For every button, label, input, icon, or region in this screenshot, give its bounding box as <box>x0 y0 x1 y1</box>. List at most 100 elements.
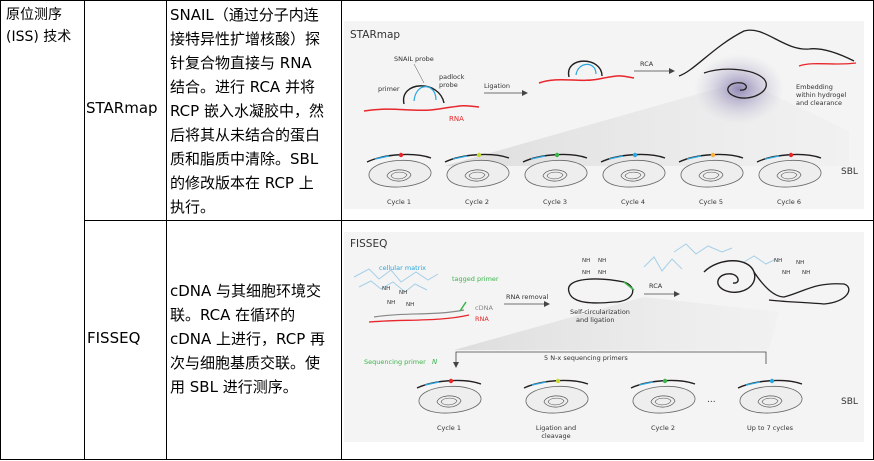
method-fisseq: FISSEQ <box>87 329 141 347</box>
rcp-strand <box>678 29 855 77</box>
cycle-cell: Cycle 4 <box>600 152 666 206</box>
cycle-marker <box>662 378 668 384</box>
cycle-marker <box>448 378 454 384</box>
rna-strand-f <box>368 314 470 323</box>
rna-strand <box>363 104 480 112</box>
nh-label: NH <box>782 270 790 276</box>
rca-label: RCA <box>640 60 654 68</box>
circle-probe <box>568 60 603 78</box>
description-fisseq: cDNA 与其细胞环境交 联。RCA 在循环的 cDNA 上进行，RCP 再 次… <box>170 282 326 396</box>
primer-bracket <box>455 351 767 364</box>
cycle-label: Cycle 6 <box>777 198 801 206</box>
cycle-label: Cycle 1 <box>387 198 411 206</box>
table-row-divider <box>84 220 874 221</box>
nh-label: NH <box>582 270 590 276</box>
primer-label: primer <box>378 85 400 93</box>
cellular-matrix-label: cellular matrix <box>379 264 426 272</box>
circular-tag <box>623 281 635 291</box>
cycle-marker <box>788 152 794 158</box>
table-col-divider-3 <box>341 0 342 460</box>
fisseq-figure: FISSEQ cellular matrix tagged primer NH … <box>350 238 858 440</box>
rcp-spiral <box>703 68 767 99</box>
rcp-red <box>798 62 857 67</box>
rcp-tail-f <box>753 271 850 305</box>
rca-arrowhead-f <box>674 291 680 297</box>
cycle-label: Cycle 5 <box>699 198 723 206</box>
nh-label: NH <box>582 258 590 264</box>
fisseq-title: FISSEQ <box>350 238 387 250</box>
ligation-label: Ligation <box>484 82 510 90</box>
sequencing-primer-label: Sequencing primer <box>364 358 426 366</box>
nh-label: NH <box>387 300 395 306</box>
nh-label: NH <box>382 286 390 292</box>
snail-probe-label: SNAIL probe <box>394 55 434 63</box>
cycle-cell: Cycle 2 <box>444 152 510 206</box>
rca-label-f: RCA <box>649 282 663 290</box>
cycle-marker <box>398 152 404 158</box>
nh-label: NH <box>406 302 414 308</box>
rna-strand-2 <box>538 75 635 84</box>
bracket-arrowhead-left <box>453 362 459 368</box>
rna-removal-arrowhead <box>544 301 550 307</box>
cycle-label: Cycle 1 <box>437 424 461 432</box>
rna-removal-label: RNA removal <box>506 293 549 301</box>
method-starmap: STARmap <box>86 99 158 117</box>
category-cell: 原位测序 (ISS) 技术 <box>6 7 72 45</box>
cycle-label: Cycle 2 <box>651 424 675 432</box>
cycle-marker <box>769 378 775 384</box>
nx-primers-label: 5 N-x sequencing primers <box>544 354 628 362</box>
starmap-sbl-label: SBL <box>841 167 858 177</box>
cycle-cell: Cycle 5 <box>678 152 744 206</box>
rca-arrowhead <box>669 68 675 74</box>
starmap-cycles: Cycle 1 Cycle 2 Cycle 3 Cycle 4 Cycle 5 Cycle… <box>366 152 822 206</box>
nh-label: NH <box>774 258 782 264</box>
cycle-cell: Cycle 6 <box>756 152 822 206</box>
nh-labels-2: NH NH NH NH <box>582 258 606 276</box>
starmap-title: STARmap <box>350 29 400 41</box>
n-label: N <box>432 358 438 366</box>
description-starmap: SNAIL（通过分子内连 接特异性扩增核酸）探 针复合物直接与 RNA 结合。进… <box>170 6 324 216</box>
hydrogel-cloud <box>694 54 784 124</box>
cycle-marker <box>554 152 560 158</box>
cycle-cell: Cycle 3 <box>522 152 588 206</box>
rna-label-f: RNA <box>475 315 489 323</box>
cellular-matrix-wisps <box>353 243 777 293</box>
cycle-cell: Cycle 1 <box>416 378 482 432</box>
cycle-marker <box>632 152 638 158</box>
nh-label: NH <box>598 270 606 276</box>
cycle-cell: Up to 7 cycles <box>737 378 803 432</box>
cycle-marker <box>710 152 716 158</box>
rna-label: RNA <box>449 115 464 123</box>
cycle-label: Cycle 2 <box>465 198 489 206</box>
tagged-primer-label: tagged primer <box>452 275 499 283</box>
cycle-label: Cycle 3 <box>543 198 567 206</box>
circle-probe-blue <box>575 63 597 76</box>
cdna-label: cDNA <box>475 304 493 312</box>
cycle-cell: Cycle 2 <box>630 378 696 432</box>
fisseq-sbl-label: SBL <box>841 397 858 407</box>
nh-label: NH <box>598 258 606 264</box>
circular-cdna <box>568 278 634 304</box>
ligation-arrowhead <box>522 90 528 96</box>
nh-label: NH <box>802 270 810 276</box>
cycle-marker <box>555 378 561 384</box>
fisseq-dots: ... <box>707 395 716 405</box>
cycle-label: Cycle 4 <box>621 198 645 206</box>
table-border-left <box>0 0 1 460</box>
padlock-loop <box>413 86 437 102</box>
cycle-label: Up to 7 cycles <box>747 424 794 432</box>
nh-labels-3: NH NH NH NH <box>774 258 810 276</box>
table-border-top <box>0 0 874 1</box>
table-col-divider-1 <box>84 0 85 460</box>
snail-probe-arrow <box>413 63 425 84</box>
rcp-spiral-f <box>703 260 756 293</box>
tagged-primer-segment <box>459 301 467 312</box>
